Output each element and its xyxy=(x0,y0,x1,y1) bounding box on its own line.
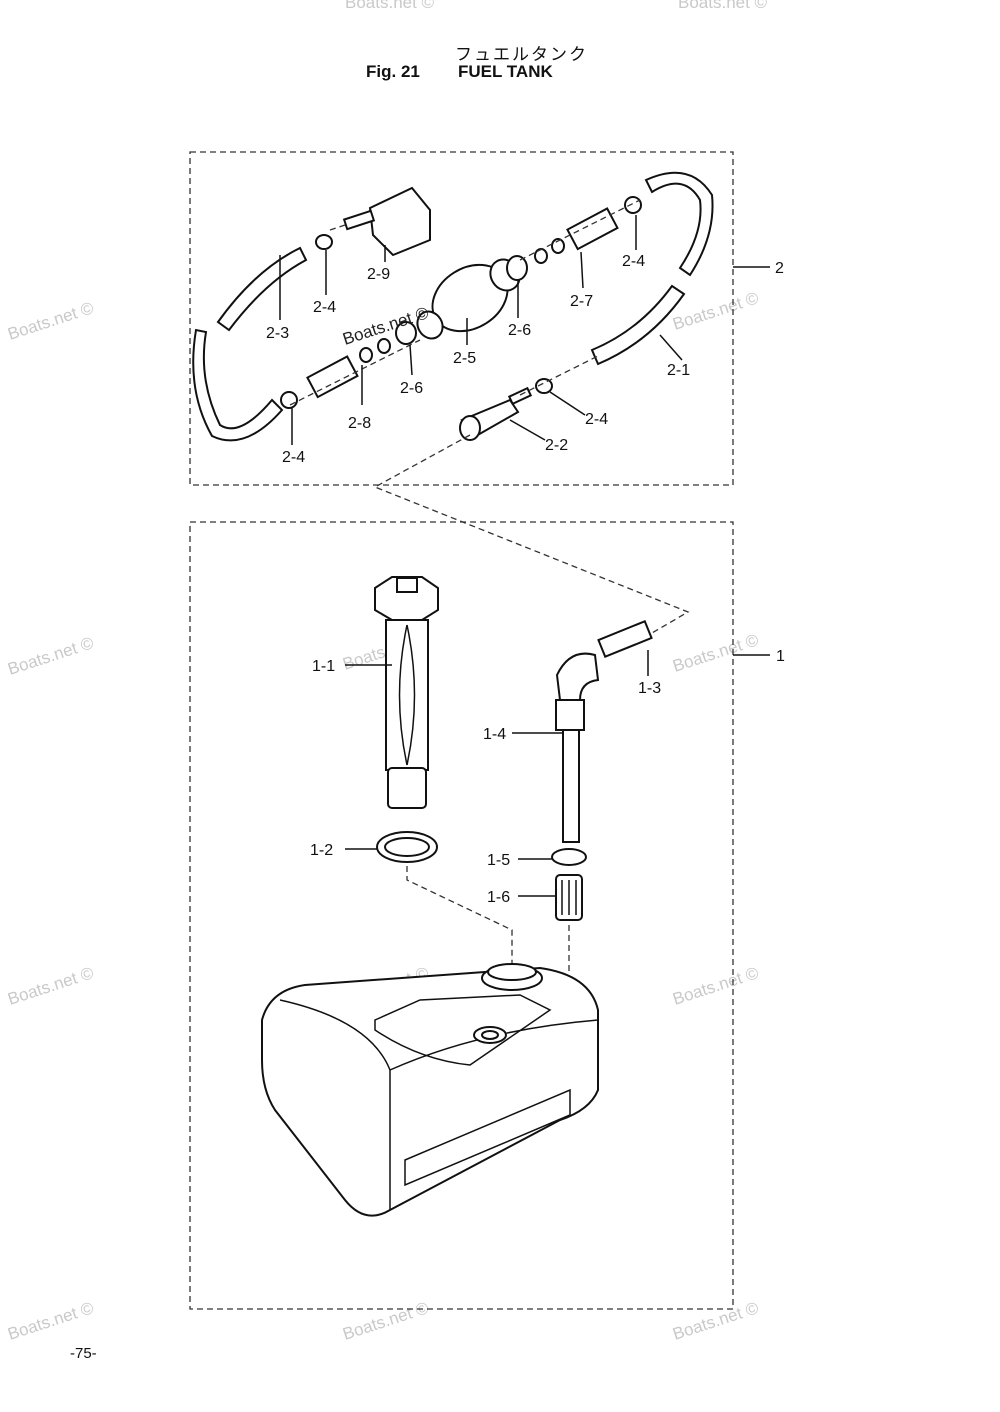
callout-2-6: 2-6 xyxy=(508,322,531,339)
leaders-group-1 xyxy=(345,650,649,897)
valve-2-8 xyxy=(306,355,359,399)
leader-2-4 xyxy=(549,391,586,416)
group-box-fuel-line xyxy=(189,151,734,486)
watermark-text: Boats.net © xyxy=(5,298,96,344)
gauge-float-line xyxy=(406,624,416,766)
assembly-line xyxy=(329,224,346,231)
valve-2-7 xyxy=(566,207,619,251)
callout-1-1: 1-1 xyxy=(312,658,335,675)
washer-2-6 xyxy=(395,321,417,345)
callout-2-3: 2-3 xyxy=(266,325,289,342)
hose-upper-right xyxy=(644,171,714,277)
callout-2-9: 2-9 xyxy=(367,266,390,283)
outlet-hole xyxy=(481,1030,499,1040)
leader-2-6 xyxy=(409,344,413,376)
callout-1-4: 1-4 xyxy=(483,726,506,743)
group-box-fuel-tank xyxy=(189,521,734,1310)
washer-2-6 xyxy=(506,255,528,281)
watermark-text: Boats.net © xyxy=(670,1298,761,1344)
filler-neck-opening xyxy=(487,963,537,981)
watermark-text: Boats.net © xyxy=(5,1298,96,1344)
clamp-nut xyxy=(535,378,553,394)
pickup-tube-1-4 xyxy=(562,729,580,843)
callout-2-2: 2-2 xyxy=(545,437,568,454)
assembly-line xyxy=(519,199,641,261)
watermark-text: Boats.net © xyxy=(345,0,435,12)
callout-2-4: 2-4 xyxy=(585,411,608,428)
valve-2-7-seal xyxy=(551,238,565,254)
gauge-float-line xyxy=(398,624,408,766)
page-number: -75- xyxy=(70,1345,97,1362)
hose-2-3-lower xyxy=(192,328,284,442)
watermark-text: Boats.net © xyxy=(5,963,96,1009)
callout-2-4: 2-4 xyxy=(313,299,336,316)
connector-2-9 xyxy=(368,186,431,257)
callout-group-2: 2 xyxy=(775,260,784,277)
watermark-text: Boats.net © xyxy=(678,0,768,12)
hose-2-3-upper xyxy=(216,246,308,332)
tank-handle xyxy=(374,994,552,1066)
gauge-cap-slot xyxy=(396,577,418,593)
hose-2-1 xyxy=(590,284,686,366)
tank-edge xyxy=(279,999,391,1210)
title-japanese: フュエルタンク xyxy=(455,45,588,65)
callout-1-3: 1-3 xyxy=(638,680,661,697)
callout-group-1: 1 xyxy=(776,648,785,665)
watermark-text: Boats.net © xyxy=(670,963,761,1009)
tank-body xyxy=(261,966,599,1217)
watermark-text: Boats.net © xyxy=(5,633,96,679)
watermark-text: Boats.net © xyxy=(340,1298,431,1344)
clamp-nut xyxy=(280,391,298,409)
tank-recess xyxy=(404,1088,571,1187)
callout-2-4: 2-4 xyxy=(282,449,305,466)
leader-2-7 xyxy=(580,251,584,289)
watermark-text: Boats.net © xyxy=(670,630,761,676)
leader-2-1 xyxy=(659,334,683,361)
figure-number: Fig. 21 xyxy=(366,62,420,81)
callout-1-5: 1-5 xyxy=(487,852,510,869)
primer-bulb-valve xyxy=(416,310,444,340)
callout-2-7: 2-7 xyxy=(570,293,593,310)
washer-1-5 xyxy=(551,848,587,866)
o-ring-1-2-inner xyxy=(384,837,430,857)
figure-title: FUEL TANK xyxy=(458,62,553,81)
fuel-line-assembly xyxy=(192,171,714,641)
valve-2-8-seal xyxy=(359,347,373,363)
gauge-tube-1-1 xyxy=(385,619,429,771)
connector-2-2-barb xyxy=(507,386,533,406)
connector-2-2-end xyxy=(459,415,481,441)
callout-1-2: 1-2 xyxy=(310,842,333,859)
callout-2-5: 2-5 xyxy=(453,350,476,367)
callout-1-6: 1-6 xyxy=(487,889,510,906)
assembly-line-to-tank xyxy=(373,434,690,641)
valve-2-7-seal xyxy=(534,248,548,264)
connector-2-9-nozzle xyxy=(342,209,376,231)
clamp-nut xyxy=(315,234,333,250)
clamp-nut xyxy=(624,196,642,214)
fitting-1-3 xyxy=(597,619,653,659)
assembly-line xyxy=(519,354,601,396)
callout-2-8: 2-8 xyxy=(348,415,371,432)
gauge-float xyxy=(387,767,427,809)
callout-2-4: 2-4 xyxy=(622,253,645,270)
assembly-line xyxy=(289,339,421,406)
assembly-line xyxy=(406,866,513,968)
fuel-tank-group xyxy=(261,576,653,1217)
leader-2-2 xyxy=(509,419,546,441)
elbow-threads xyxy=(555,699,585,731)
leaders-group-2 xyxy=(279,215,683,445)
callout-2-1: 2-1 xyxy=(667,362,690,379)
callout-2-6: 2-6 xyxy=(400,380,423,397)
valve-2-8-seal xyxy=(377,338,391,354)
elbow-fitting xyxy=(555,652,600,701)
